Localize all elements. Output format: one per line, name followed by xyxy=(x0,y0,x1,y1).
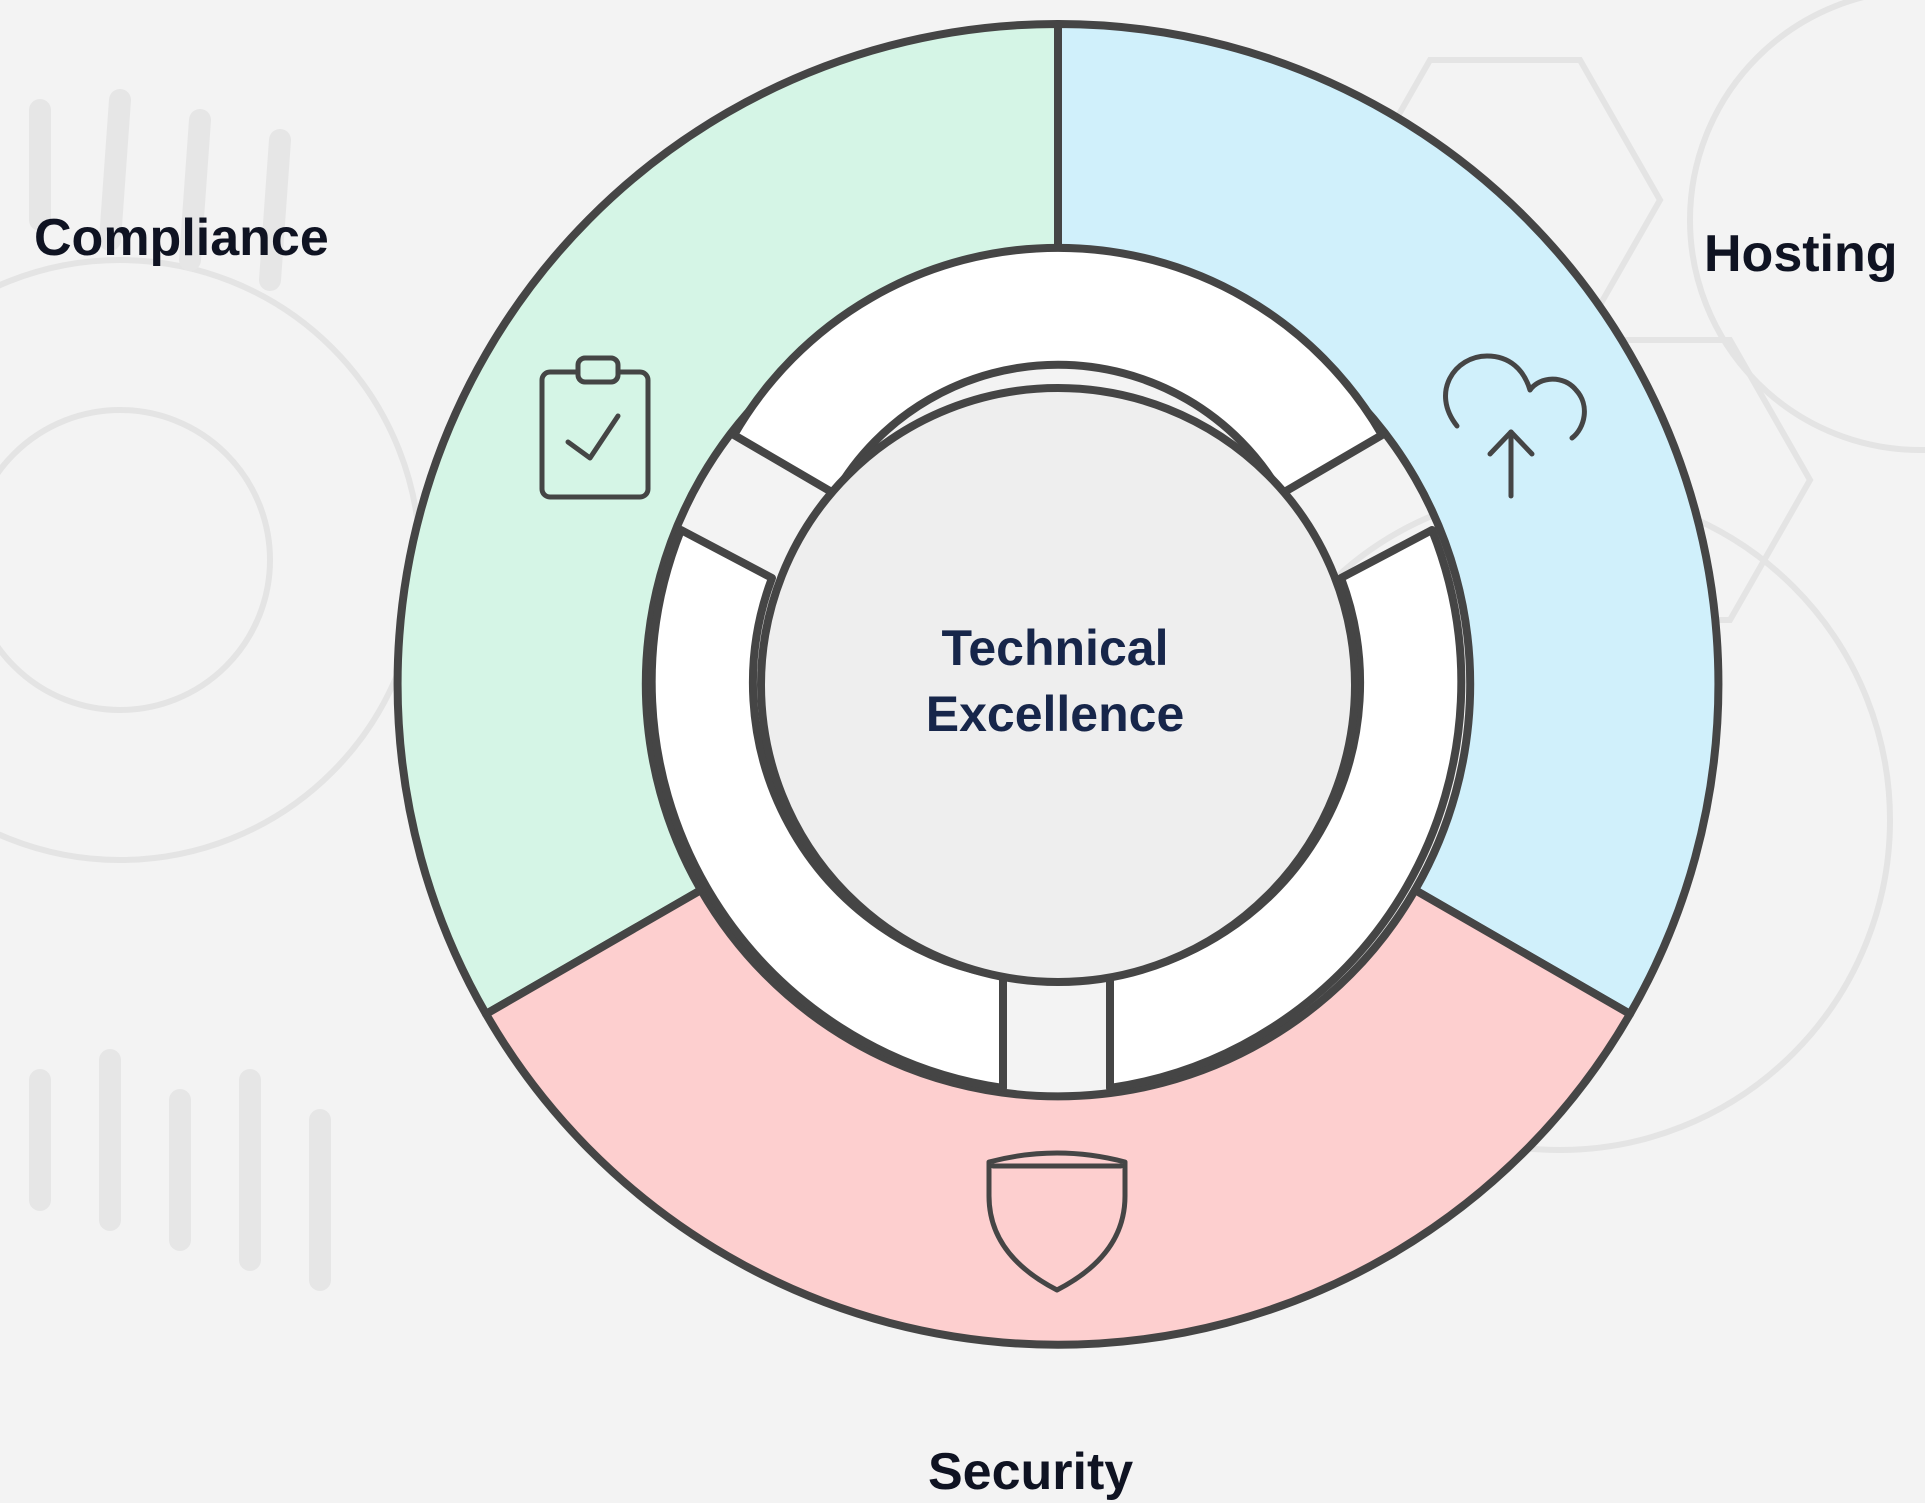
segment-security[interactable] xyxy=(482,886,1634,1349)
center-circle[interactable] xyxy=(757,384,1359,986)
center-title-line1: Technical xyxy=(941,620,1169,676)
center-title-line2: Excellence xyxy=(925,686,1185,742)
label-compliance: Compliance xyxy=(34,209,329,267)
label-hosting: Hosting xyxy=(1704,225,1898,283)
clipboard-check-icon xyxy=(539,355,651,500)
ring-piece-top xyxy=(730,243,1386,498)
label-security: Security xyxy=(928,1443,1134,1501)
cloud-upload-icon xyxy=(1443,353,1587,499)
center-title: Technical Excellence xyxy=(855,615,1255,747)
shield-icon xyxy=(986,1150,1128,1293)
